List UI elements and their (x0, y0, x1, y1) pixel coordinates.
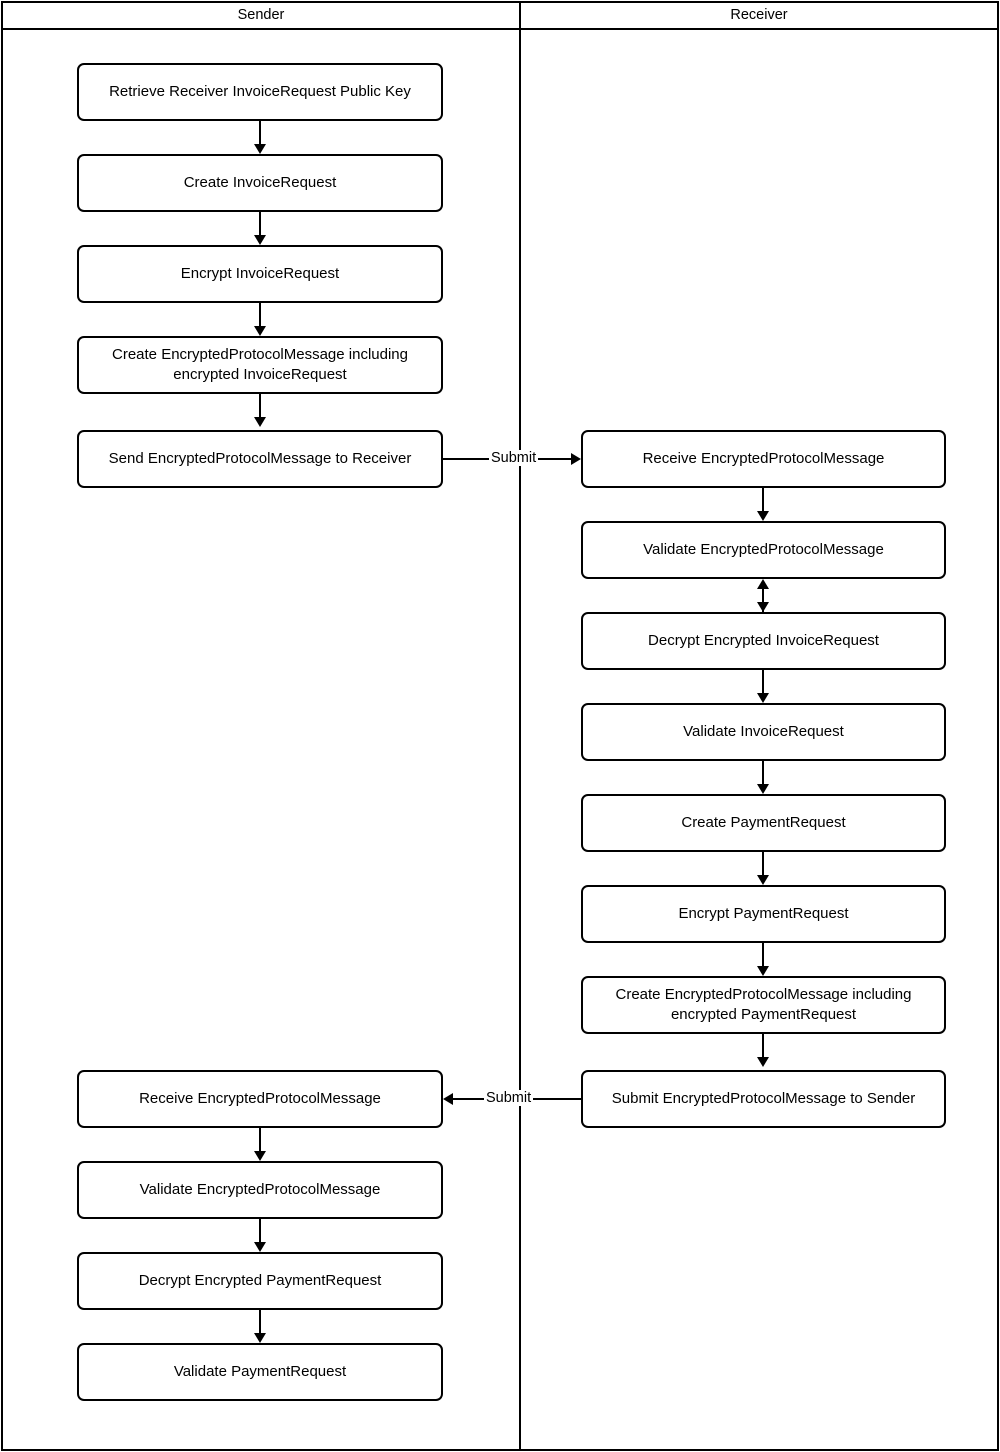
node-receive-encryptedprotocolmessage-sender[interactable]: Receive EncryptedProtocolMessage (77, 1070, 443, 1128)
arrowhead-down-r3-r4 (757, 693, 769, 703)
node-validate-paymentrequest[interactable]: Validate PaymentRequest (77, 1343, 443, 1401)
connector-r4-r5 (762, 761, 764, 784)
connector-s6-s7 (259, 1128, 261, 1151)
arrowhead-down-s4-s5 (254, 417, 266, 427)
lane-header-divider (3, 28, 997, 30)
arrowhead-down-s8-s9 (254, 1333, 266, 1343)
connector-s7-s8 (259, 1219, 261, 1242)
edge-label-submit-2: Submit (484, 1090, 534, 1106)
connector-r7-r8 (762, 1034, 764, 1057)
node-encrypt-paymentrequest[interactable]: Encrypt PaymentRequest (581, 885, 946, 943)
connector-s1-s2 (259, 121, 261, 144)
node-decrypt-encrypted-invoicerequest[interactable]: Decrypt Encrypted InvoiceRequest (581, 612, 946, 670)
lane-header-sender: Sender (237, 7, 285, 23)
arrowhead-down-s6-s7 (254, 1151, 266, 1161)
node-create-paymentrequest[interactable]: Create PaymentRequest (581, 794, 946, 852)
lane-header-receiver: Receiver (730, 7, 788, 23)
node-submit-encryptedprotocolmessage-to-sender[interactable]: Submit EncryptedProtocolMessage to Sende… (581, 1070, 946, 1128)
arrowhead-down-s7-s8 (254, 1242, 266, 1252)
arrowhead-down-r1-r2 (757, 511, 769, 521)
arrowhead-up-r3-r2 (757, 579, 769, 589)
connector-r2-r3-bidirectional (762, 581, 764, 612)
arrowhead-down-r6-r7 (757, 966, 769, 976)
node-send-encryptedprotocolmessage-to-receiver[interactable]: Send EncryptedProtocolMessage to Receive… (77, 430, 443, 488)
connector-r3-r4 (762, 670, 764, 693)
node-create-invoicerequest[interactable]: Create InvoiceRequest (77, 154, 443, 212)
connector-s2-s3 (259, 212, 261, 235)
node-decrypt-encrypted-paymentrequest[interactable]: Decrypt Encrypted PaymentRequest (77, 1252, 443, 1310)
connector-s3-s4 (259, 303, 261, 326)
arrowhead-down-s3-s4 (254, 326, 266, 336)
lane-vertical-divider (519, 3, 521, 1450)
connector-r1-r2 (762, 488, 764, 511)
arrowhead-left-submit-2 (443, 1093, 453, 1105)
arrowhead-down-s1-s2 (254, 144, 266, 154)
arrowhead-right-submit-1 (571, 453, 581, 465)
node-receive-encryptedprotocolmessage-receiver[interactable]: Receive EncryptedProtocolMessage (581, 430, 946, 488)
node-create-encryptedprotocolmessage-paymentrequest[interactable]: Create EncryptedProtocolMessage includin… (581, 976, 946, 1034)
node-encrypt-invoicerequest[interactable]: Encrypt InvoiceRequest (77, 245, 443, 303)
node-retrieve-receiver-invoicerequest-public-key[interactable]: Retrieve Receiver InvoiceRequest Public … (77, 63, 443, 121)
arrowhead-down-r7-r8 (757, 1057, 769, 1067)
node-validate-encryptedprotocolmessage-sender[interactable]: Validate EncryptedProtocolMessage (77, 1161, 443, 1219)
connector-r6-r7 (762, 943, 764, 966)
arrowhead-down-s2-s3 (254, 235, 266, 245)
node-validate-invoicerequest[interactable]: Validate InvoiceRequest (581, 703, 946, 761)
edge-label-submit-1: Submit (489, 450, 539, 466)
arrowhead-down-r5-r6 (757, 875, 769, 885)
connector-r5-r6 (762, 852, 764, 875)
node-validate-encryptedprotocolmessage-receiver[interactable]: Validate EncryptedProtocolMessage (581, 521, 946, 579)
connector-s8-s9 (259, 1310, 261, 1333)
node-create-encryptedprotocolmessage-invoicerequest[interactable]: Create EncryptedProtocolMessage includin… (77, 336, 443, 394)
arrowhead-down-r2-r3 (757, 602, 769, 612)
arrowhead-down-r4-r5 (757, 784, 769, 794)
connector-s4-s5 (259, 394, 261, 417)
